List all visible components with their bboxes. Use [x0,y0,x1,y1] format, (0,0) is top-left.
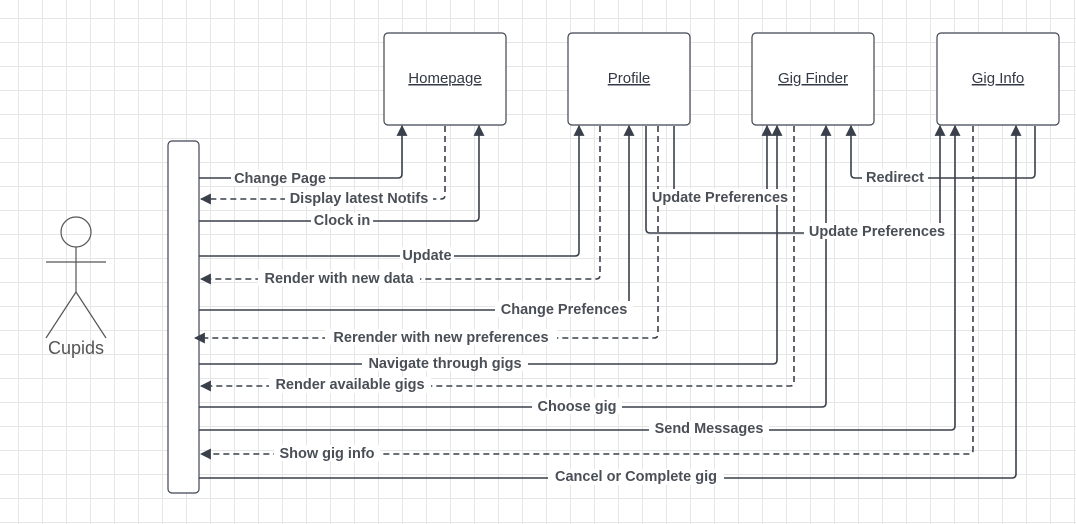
actor-label: Cupids [48,338,104,358]
svg-text:Choose gig: Choose gig [538,399,617,415]
stick-figure-icon [45,216,107,339]
message-label-update: Update [400,247,454,264]
message-line-rerender-with-new-preferences [193,126,659,344]
svg-text:Render with new data: Render with new data [264,271,414,287]
message-label-update-preferences-gig-info: Update Preferences [804,223,950,240]
message-label-change-prefences: Change Prefences [495,301,633,318]
message-label-choose-gig: Choose gig [532,398,622,415]
svg-text:Change Page: Change Page [234,171,326,187]
message-line-update [199,124,585,257]
svg-text:Update Preferences: Update Preferences [809,224,945,240]
svg-text:Display latest Notifs: Display latest Notifs [290,191,429,207]
message-line-show-gig-info [199,126,974,460]
svg-text:Show gig info: Show gig info [279,446,374,462]
message-line-choose-gig [199,124,832,408]
activation-bar [167,140,200,494]
message-label-cancel-or-complete-gig: Cancel or Complete gig [548,469,724,485]
svg-text:Redirect: Redirect [866,170,924,186]
message-line-change-page [199,124,408,179]
component-profile: Profile [567,32,691,126]
svg-text:Change Prefences: Change Prefences [501,302,628,318]
svg-text:Render available gigs: Render available gigs [275,377,424,393]
message-line-render-available-gigs [199,126,795,392]
message-line-display-latest-notifs [199,126,446,205]
svg-text:Update: Update [402,248,451,264]
message-line-navigate-through-gigs [199,124,783,365]
svg-text:Clock in: Clock in [314,213,370,229]
message-labels: Change Page Display latest Notifs Clock … [231,169,950,485]
component-gig-info: Gig Info [936,32,1060,126]
message-label-render-with-new-data: Render with new data [258,270,420,287]
svg-text:Update Preferences: Update Preferences [652,190,788,206]
message-label-clock-in: Clock in [311,213,373,229]
svg-text:Send Messages: Send Messages [655,421,764,437]
svg-text:Navigate through gigs: Navigate through gigs [368,356,521,372]
svg-text:Cancel or Complete gig: Cancel or Complete gig [555,469,717,485]
component-homepage: Homepage [383,32,507,126]
message-line-update-preferences-gig-finder [673,124,773,199]
message-label-navigate-through-gigs: Navigate through gigs [362,355,528,372]
message-line-redirect [845,124,1036,179]
component-label: Gig Info [972,70,1025,87]
message-line-render-with-new-data [199,126,601,285]
message-label-change-page: Change Page [231,170,329,187]
message-label-render-available-gigs: Render available gigs [269,377,431,393]
component-gig-finder: Gig Finder [751,32,875,126]
component-label: Profile [608,70,651,87]
message-line-send-messages [199,124,961,431]
message-label-send-messages: Send Messages [649,421,769,437]
message-label-show-gig-info: Show gig info [274,445,380,462]
message-label-rerender-with-new-preferences: Rerender with new preferences [325,329,557,346]
message-line-cancel-or-complete-gig [199,124,1022,479]
message-label-update-preferences-gig-finder: Update Preferences [647,189,793,206]
component-label: Homepage [408,70,481,87]
message-label-display-latest-notifs: Display latest Notifs [285,190,433,207]
message-label-redirect: Redirect [862,169,928,186]
actor-cupids: Cupids [45,216,107,358]
component-label: Gig Finder [778,70,848,87]
svg-text:Rerender with new preferences: Rerender with new preferences [333,330,548,346]
message-line-clock-in [199,124,485,222]
